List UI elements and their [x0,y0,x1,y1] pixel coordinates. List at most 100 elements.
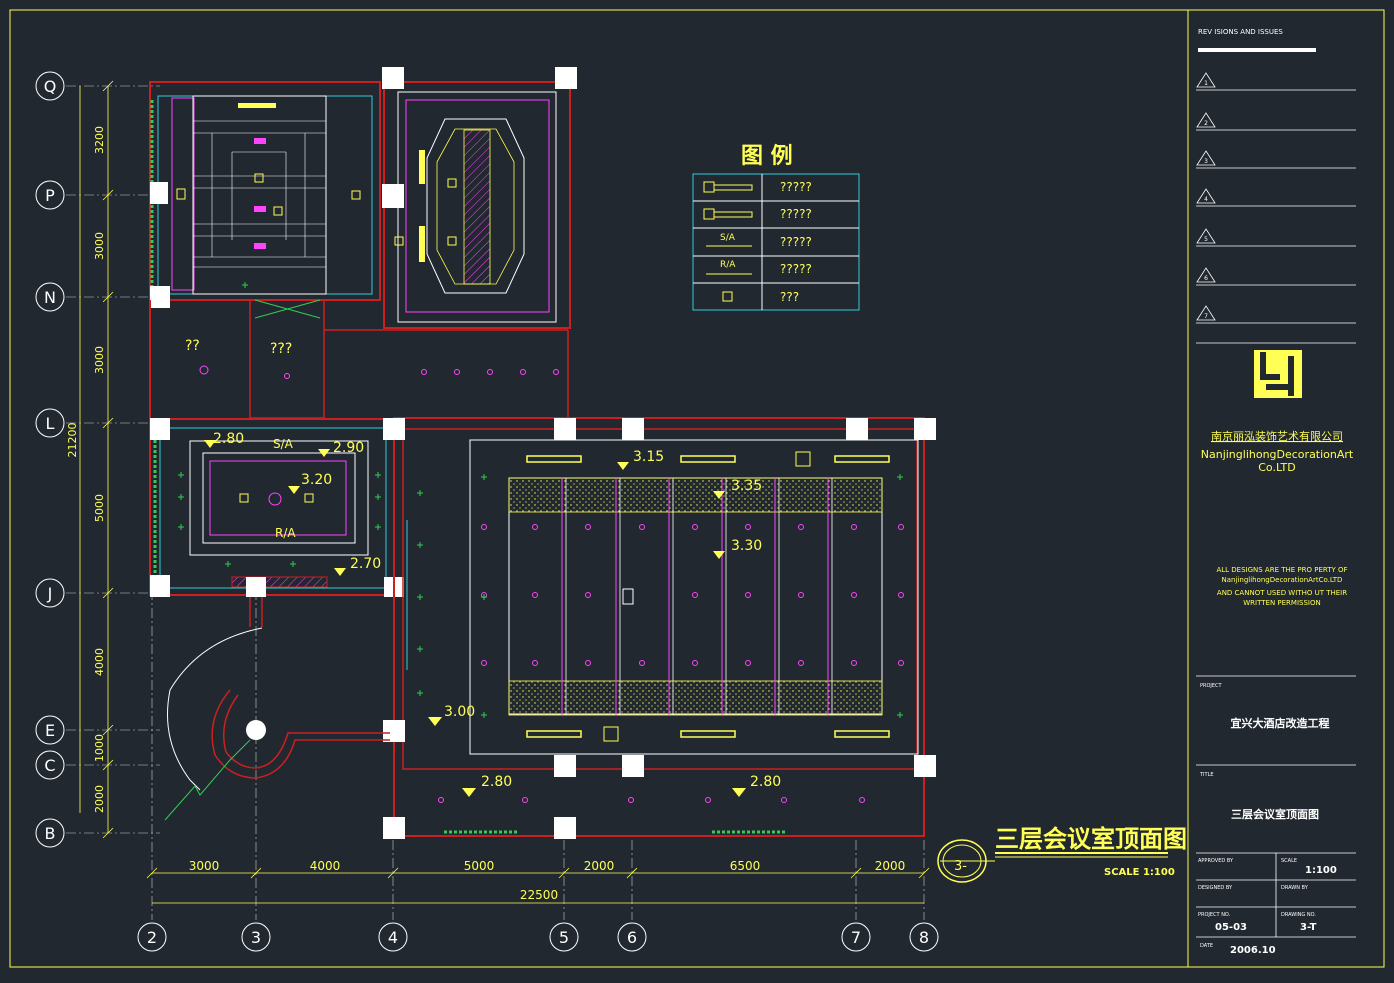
elev-1: 2.80 [213,431,244,447]
company-logo [1254,350,1302,398]
grid-label-4: 4 [388,928,398,947]
dim-left-6: 1000 [93,734,106,762]
corridor-zone [149,299,569,420]
grid-bubble-5 [549,922,579,952]
grid-label-l: L [46,414,55,433]
legend-symbol-1 [703,181,753,193]
legend-row-5: ??? [780,290,799,304]
dim-bottom-4: 2000 [584,859,615,873]
drawing-no: 3-T [1300,922,1317,933]
grid-bubble-c [35,750,65,780]
dim-bottom-1: 3000 [189,859,220,873]
company-name-cn: 南京丽泓装饰艺术有限公司 [1211,429,1343,443]
legend-row-2: ????? [780,207,812,221]
revision-mark-6: 6 [1204,275,1208,282]
designed-label: DESIGNED BY [1198,885,1233,891]
dim-left-7: 2000 [93,785,106,813]
grid-label-e: E [45,721,55,740]
notice-line-3: AND CANNOT USED WITHO UT THEIR [1217,589,1347,597]
floor-plan: ?? ??? [149,67,936,839]
dim-left-2: 3000 [93,232,106,260]
scale-label: SCALE [1281,858,1297,864]
dim-left-1: 3200 [93,126,106,154]
drawing-title-text: 三层会议室顶面图 [995,825,1187,853]
legend-row-4: ????? [780,262,812,276]
legend-symbol-2 [703,208,753,220]
project-no: 05-03 [1215,922,1247,933]
elev-5: 3.15 [633,449,664,465]
grid-label-7: 7 [851,928,861,947]
grid-bubble-j [35,578,65,608]
grid-bubble-b [35,818,65,848]
project-no-label: PROJECT NO. [1198,912,1231,918]
sheet-border [9,9,1385,968]
company-name-en-1: NanjinglihongDecorationArt [1201,448,1354,461]
grid-label-n: N [44,288,56,307]
elev-3: 3.20 [301,472,332,488]
dim-bottom-2: 4000 [310,859,341,873]
label-sa: S/A [273,437,294,451]
company-name-en-2: Co.LTD [1258,461,1296,474]
legend-symbol-3: S/A [706,233,752,247]
green-markers [178,282,903,718]
legend-symbol-5 [722,291,733,302]
grid-label-c: C [44,756,55,775]
date-value: 2006.10 [1230,945,1276,956]
legend-ra: R/A [720,260,736,270]
drawing-tag: 3- [954,859,967,874]
legend-symbol-4: R/A [706,260,752,275]
dim-left-3: 3000 [93,346,106,374]
elevation-labels: 2.80 2.90 3.20 2.70 3.15 3.35 3.30 3.00 … [213,431,781,790]
grid-axes [66,80,930,920]
grid-bubble-7 [841,922,871,952]
grid-label-b: B [45,824,56,843]
grid-bubble-6 [617,922,647,952]
grid-bubble-n [35,282,65,312]
notice-line-1: ALL DESIGNS ARE THE PRO PERTY OF [1216,566,1347,574]
revision-mark-2: 2 [1204,120,1208,127]
title-name: 三层会议室顶面图 [1231,807,1319,821]
elev-8: 3.00 [444,704,475,720]
curved-stair-area [164,597,390,821]
grid-label-j: J [47,584,53,603]
dim-left-5: 4000 [93,648,106,676]
grid-label-5: 5 [559,928,569,947]
drawing-title: 3- 三层会议室顶面图 SCALE 1:100 [937,825,1187,883]
revisions-label: REV ISIONS AND ISSUES [1198,28,1283,36]
revision-mark-4: 4 [1204,196,1208,203]
project-label: PROJECT [1200,683,1223,689]
elev-7: 3.30 [731,538,762,554]
elev-2: 2.90 [333,440,364,456]
revision-mark-3: 3 [1204,158,1208,165]
grid-label-8: 8 [919,928,929,947]
top-right-room [382,67,577,329]
label-ra: R/A [275,526,296,540]
elev-4: 2.70 [350,556,381,572]
grid-label-3: 3 [251,928,261,947]
grid-label-p: P [45,186,55,205]
grid-bubble-4 [378,922,408,952]
approved-label: APPROVED BY [1198,858,1234,864]
dim-left-total: 21200 [66,423,79,458]
revision-mark-7: 7 [1204,313,1208,320]
grid-bubble-8 [909,922,939,952]
grid-bubble-3 [241,922,271,952]
corridor-label-b: ??? [270,341,292,357]
dim-left-4: 5000 [93,494,106,522]
dim-bottom-3: 5000 [464,859,495,873]
top-left-room [149,81,381,308]
date-label: DATE [1200,943,1213,949]
title-block: REV ISIONS AND ISSUES 1 2 3 4 5 6 [1196,28,1356,956]
legend: 图 例 S/A R/A ????? ????? ? [692,144,860,311]
drawn-label: DRAWN BY [1281,885,1309,891]
grid-label-2: 2 [147,928,157,947]
drawing-no-label: DRAWING NO. [1281,912,1316,918]
legend-row-1: ????? [780,180,812,194]
project-name: 宜兴大酒店改造工程 [1231,716,1330,730]
legend-sa: S/A [720,233,736,243]
revision-mark-5: 5 [1204,236,1208,243]
notice-line-4: WRITTEN PERMISSION [1243,599,1320,607]
legend-row-3: ????? [780,235,812,249]
revision-mark-1: 1 [1204,80,1208,87]
